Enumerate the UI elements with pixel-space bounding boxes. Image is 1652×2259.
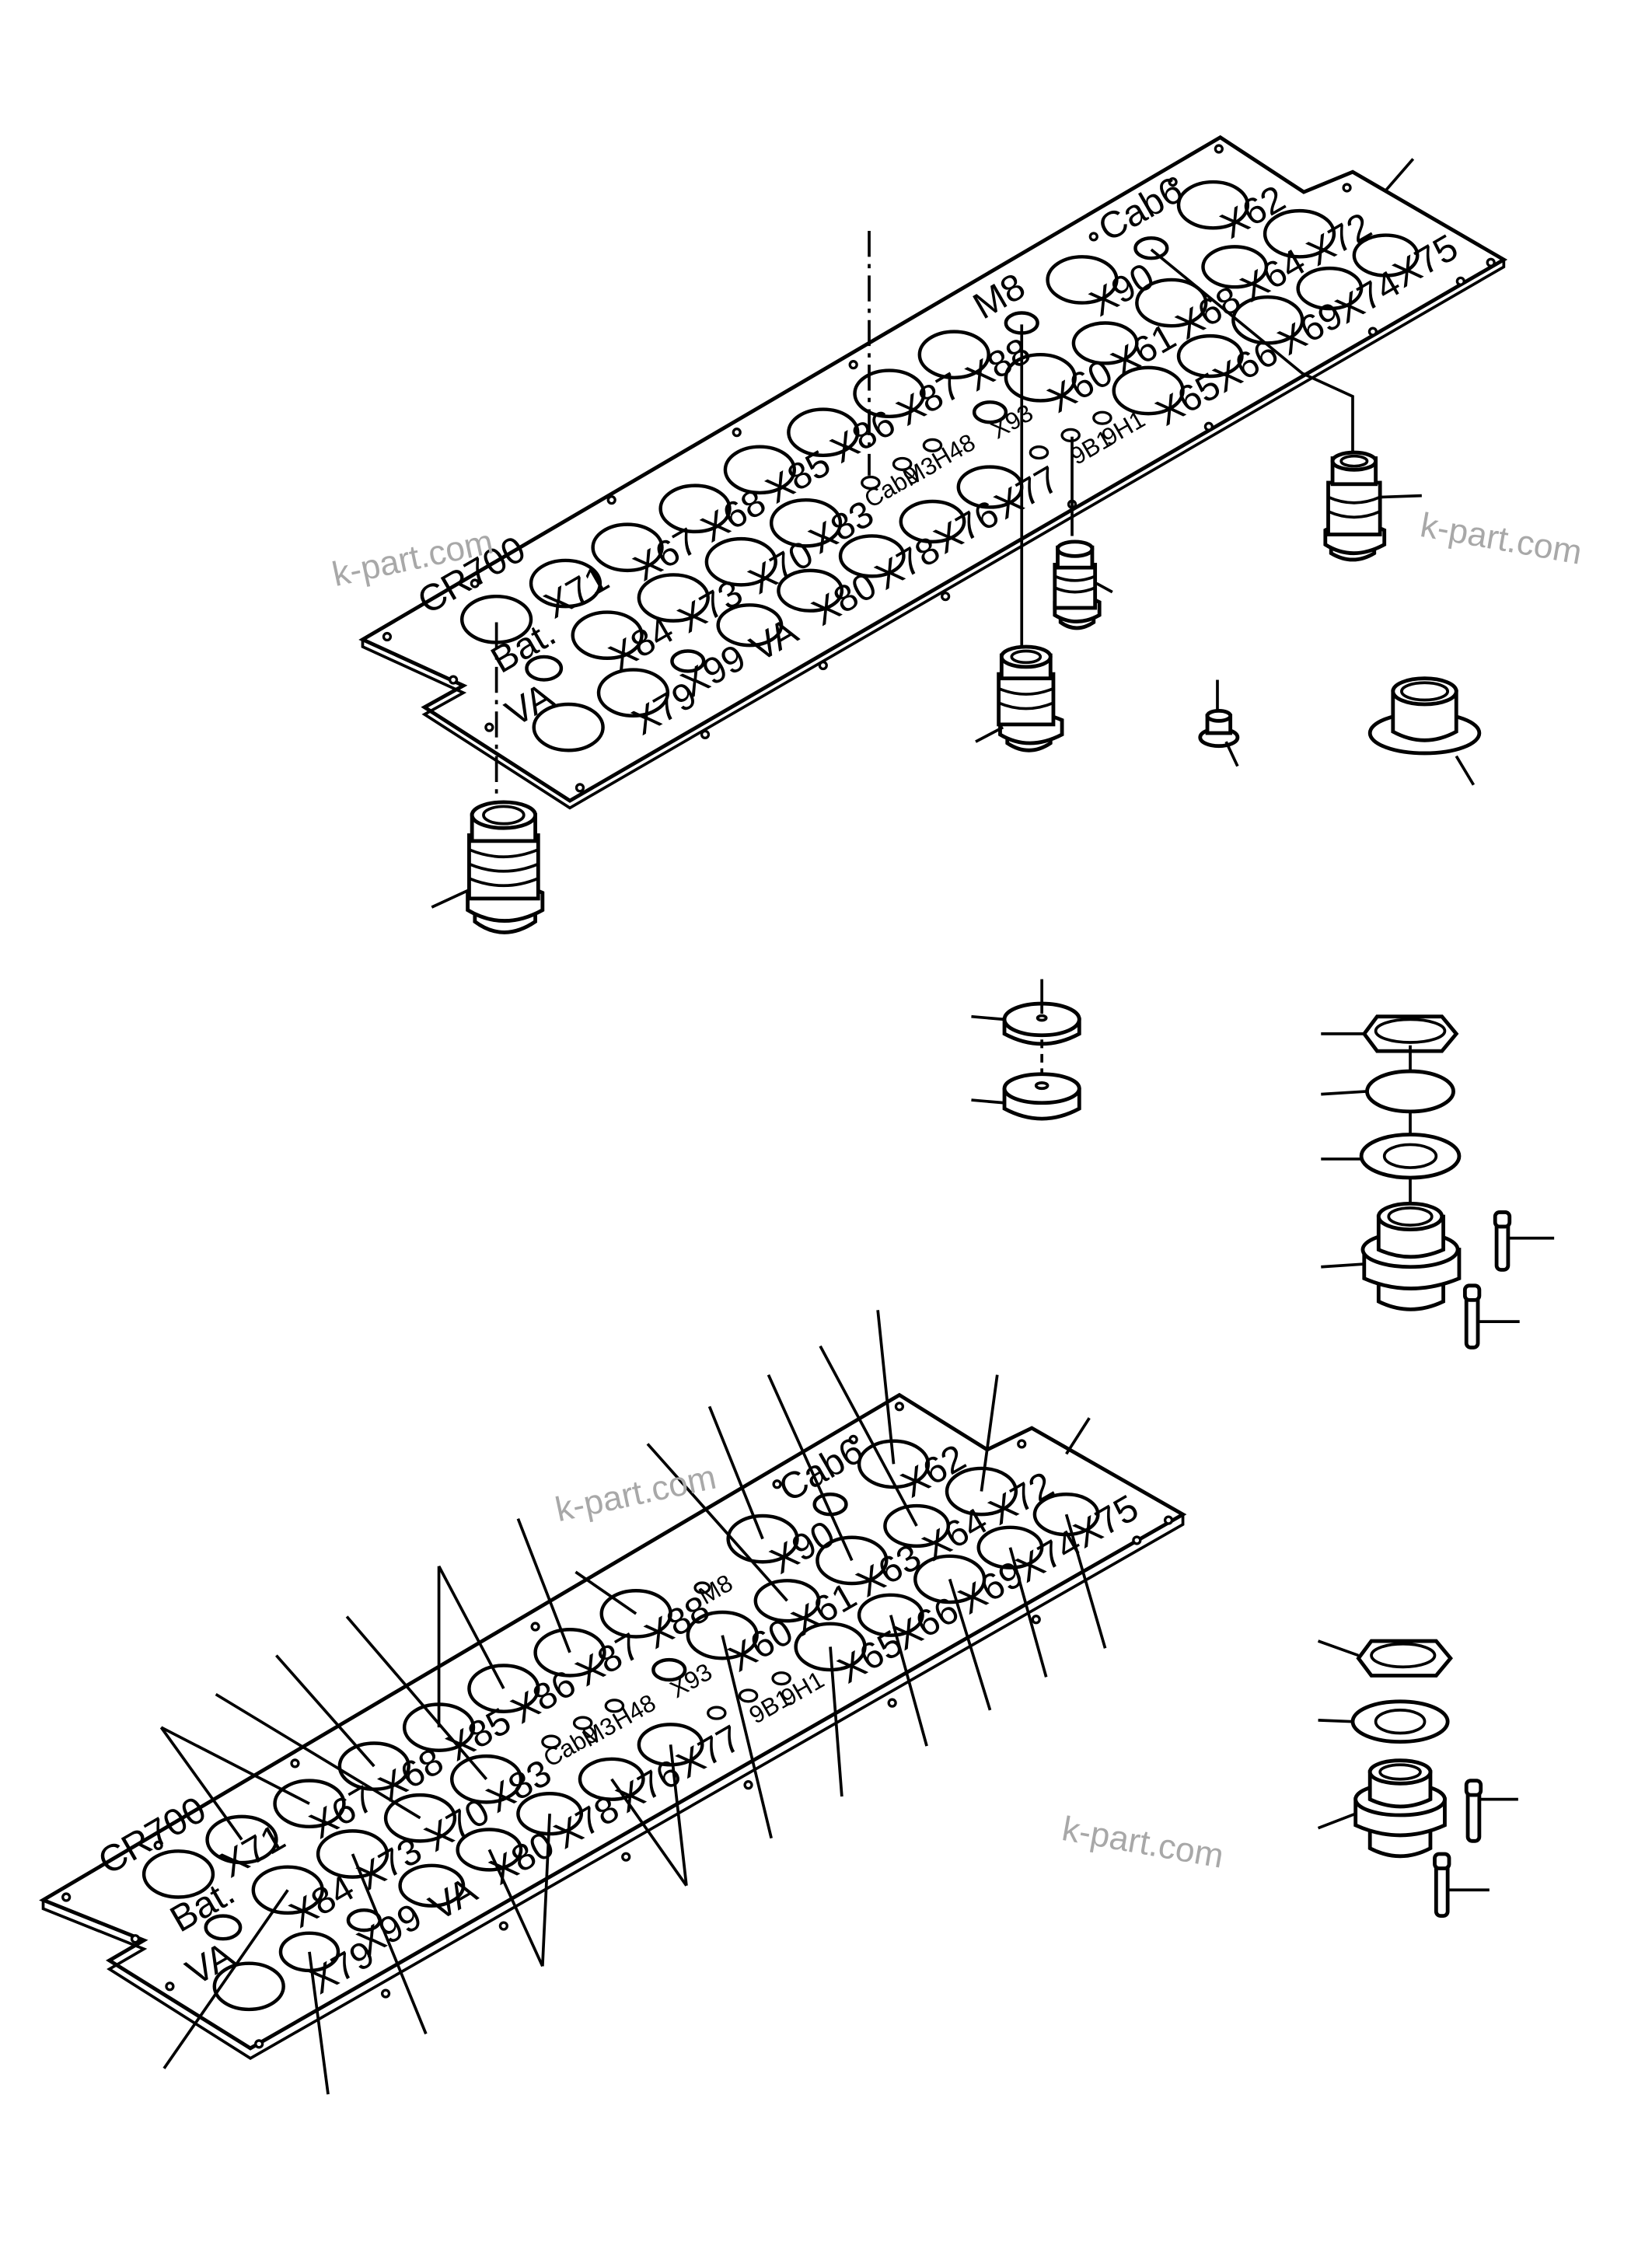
hole	[787, 407, 860, 458]
watermark: k-part.com	[1417, 506, 1584, 572]
leader	[1317, 1812, 1357, 1830]
seal-discs	[971, 979, 1081, 1121]
hole	[716, 603, 784, 648]
hole	[212, 1961, 285, 2012]
hole	[205, 1814, 278, 1865]
watermark: k-part.com	[1059, 1810, 1226, 1876]
hole	[917, 330, 990, 380]
fitting-set-lower	[1317, 1639, 1518, 1919]
hole	[1263, 208, 1336, 259]
connector-top	[1056, 539, 1095, 558]
top-plate-holes	[459, 180, 1420, 752]
connector-body	[1053, 563, 1098, 610]
hole	[141, 1849, 215, 1899]
grommet	[1367, 676, 1482, 786]
connector-body	[997, 672, 1056, 727]
leader	[1455, 755, 1476, 786]
hole	[861, 475, 881, 491]
hole	[670, 649, 706, 673]
hole	[1352, 233, 1420, 278]
hole	[450, 1754, 523, 1804]
bottom-plate-leaders	[159, 1310, 1107, 2095]
hole	[723, 445, 796, 495]
hole	[1135, 278, 1208, 328]
hole	[204, 1914, 243, 1941]
plug-top	[1205, 708, 1233, 723]
hole	[529, 558, 602, 609]
leader	[975, 725, 1004, 743]
hex-nut	[1361, 1014, 1459, 1053]
leader	[1381, 494, 1422, 499]
connector-small	[1053, 539, 1113, 630]
o-ring	[1365, 1069, 1455, 1114]
hole	[571, 610, 644, 661]
leader	[1317, 1639, 1360, 1657]
hole	[1112, 365, 1185, 416]
leader	[431, 889, 470, 909]
connector-body	[1326, 480, 1382, 536]
hole	[777, 568, 844, 613]
washer	[1359, 1133, 1462, 1180]
leader	[1095, 581, 1113, 594]
hole	[838, 534, 906, 578]
hole	[1176, 333, 1244, 379]
hole	[1029, 445, 1050, 460]
hole	[892, 456, 913, 471]
top-plate-small-holes	[382, 144, 1496, 793]
hole	[899, 499, 966, 544]
hole	[637, 573, 710, 623]
hole	[1133, 236, 1169, 260]
hole	[651, 1657, 687, 1682]
hole	[1176, 180, 1250, 230]
bottom-plate-small-holes	[61, 1402, 1174, 2049]
leader	[1224, 741, 1239, 767]
hole	[658, 484, 732, 534]
hole	[525, 655, 564, 682]
hole	[922, 438, 943, 452]
hole	[1201, 245, 1269, 289]
leader	[1318, 1719, 1353, 1723]
leader	[1383, 158, 1415, 194]
bottom-plate: CR700 Bat. VA X71 X84 X79 X67 X73 X99 X6…	[39, 1310, 1187, 2095]
washer	[1350, 1699, 1450, 1744]
leader	[1321, 1262, 1364, 1269]
fitting-set-upper	[1321, 1014, 1555, 1349]
hole	[1092, 410, 1112, 425]
pin-upper	[1465, 1787, 1482, 1843]
assembly-lines	[494, 158, 1415, 807]
hole	[1296, 266, 1364, 311]
hole	[769, 498, 843, 548]
leader	[1321, 1090, 1367, 1096]
top-plate-edge	[361, 260, 1506, 810]
connector-medium	[975, 644, 1064, 752]
hole	[972, 400, 1008, 424]
hole	[1046, 255, 1119, 305]
hole	[532, 702, 605, 752]
hole	[1071, 321, 1139, 365]
connector-right	[1323, 450, 1422, 562]
blind-plug	[1198, 679, 1240, 767]
connector-large	[431, 800, 545, 934]
hole	[596, 668, 670, 718]
hole	[398, 1863, 466, 1908]
connector-top	[999, 644, 1053, 669]
hole	[704, 536, 777, 587]
bottom-plate-edge	[41, 1514, 1185, 2061]
hole	[591, 522, 664, 573]
hole	[853, 368, 926, 419]
centerline	[1150, 248, 1354, 456]
